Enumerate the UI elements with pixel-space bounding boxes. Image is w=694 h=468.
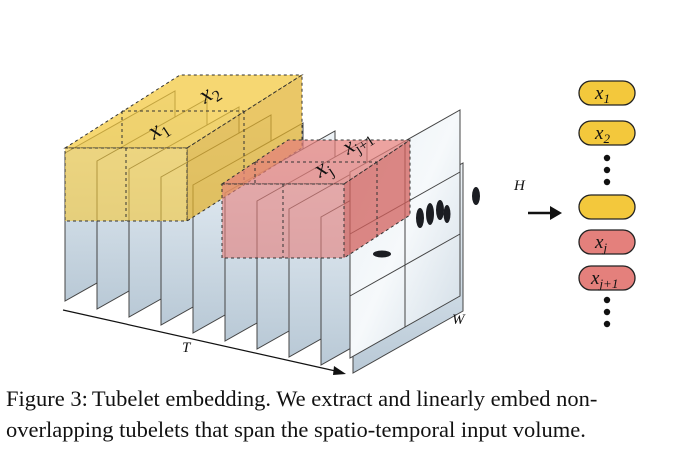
token-label: xj+1: [590, 268, 618, 291]
token-label-sub: j: [601, 240, 607, 255]
ellipsis-dot: [603, 320, 611, 328]
token-label-base: x: [590, 268, 600, 289]
tubelet-red: [220, 139, 412, 259]
axis-h-label: H: [513, 178, 526, 194]
figure-caption: Figure 3:Tubelet embedding. We extract a…: [6, 383, 690, 445]
ellipsis-dot: [603, 166, 611, 174]
token-label: xj: [594, 232, 607, 255]
token-label: x2: [594, 123, 610, 146]
token-pill: [578, 265, 636, 291]
axis-t-label: T: [182, 340, 192, 356]
token-label-sub: j+1: [597, 276, 618, 291]
axis-w-label: W: [452, 312, 466, 328]
token-pill: [578, 120, 636, 146]
token-pill: [578, 80, 636, 106]
token-label-base: x: [594, 83, 604, 104]
ellipsis-dot: [603, 296, 611, 304]
token-label-base: x: [594, 232, 604, 253]
token-label-sub: 1: [603, 91, 610, 106]
token-label-base: x: [594, 123, 604, 144]
token-label: x1: [594, 83, 610, 106]
ellipsis-dot: [603, 178, 611, 186]
caption-text: Tubelet embedding. We extract and linear…: [6, 386, 598, 442]
axis-t-arrow: [62, 309, 346, 375]
penguin-group-icon: [373, 187, 480, 258]
ellipsis-dot: [603, 154, 611, 162]
caption-label: Figure 3:: [6, 386, 88, 411]
embed-arrow-icon: [528, 206, 562, 220]
token-pill: [578, 229, 636, 255]
token-pill: [578, 194, 636, 220]
token-label-sub: 2: [603, 131, 610, 146]
tubelet-yellow: [63, 74, 304, 222]
ellipsis-dot: [603, 308, 611, 316]
